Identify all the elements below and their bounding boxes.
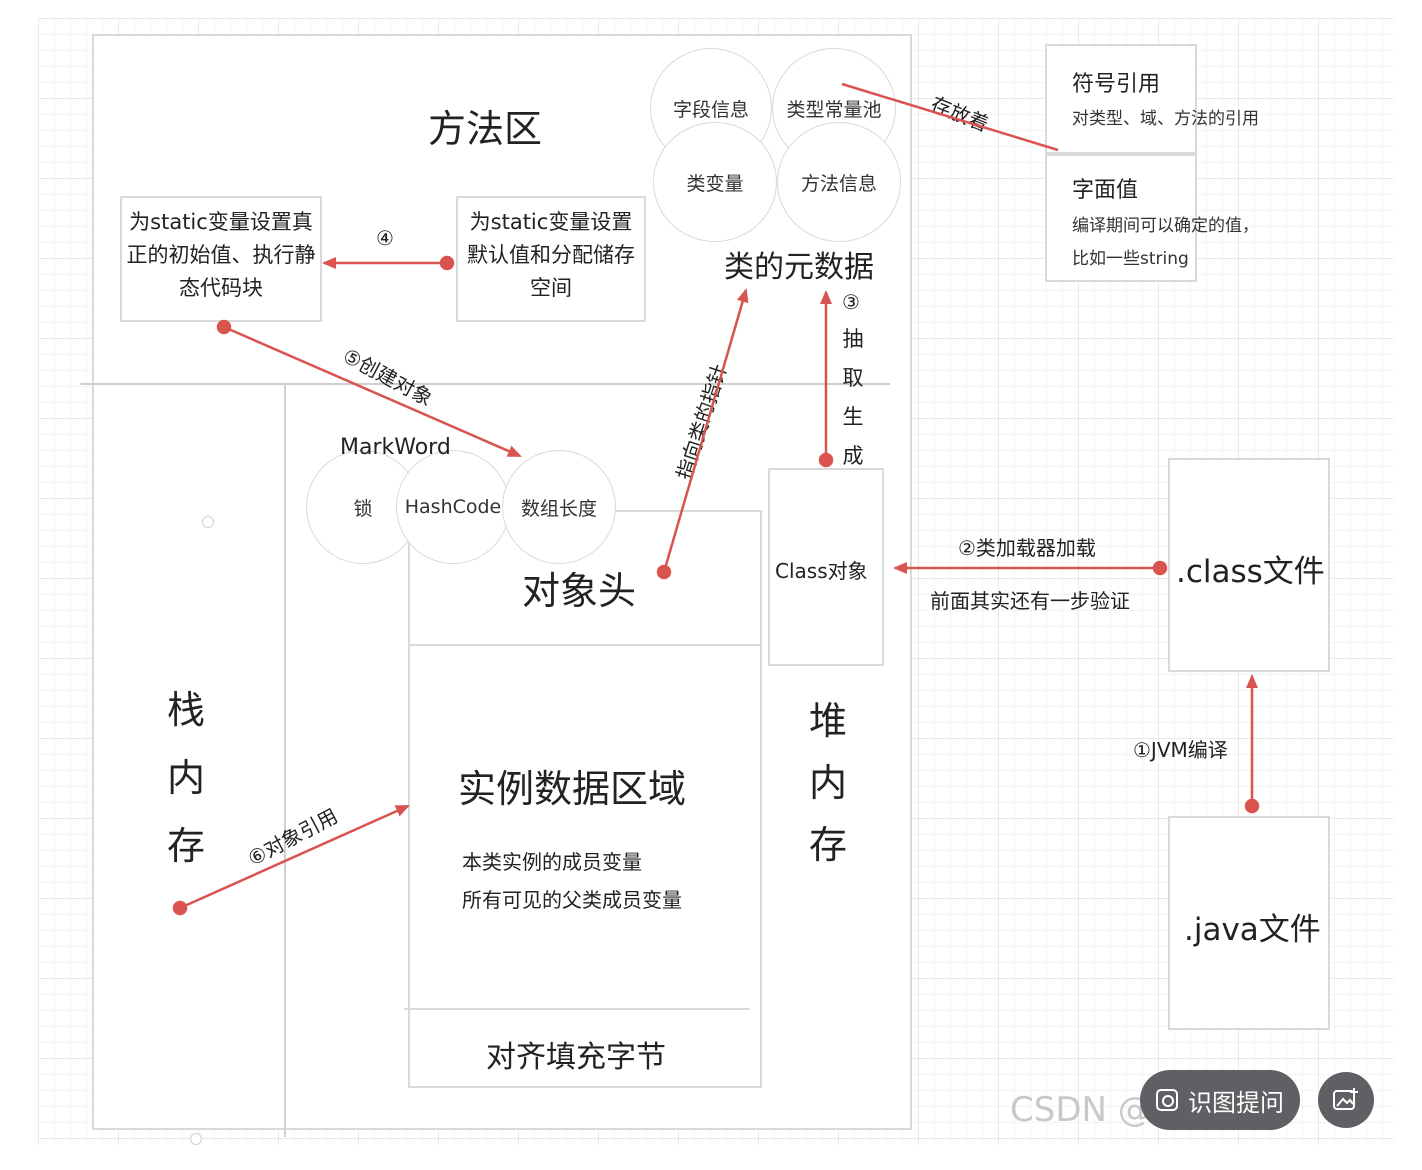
arrow-step5 [216, 319, 522, 458]
stack-bottom-circle [190, 1133, 202, 1145]
heap-memory-title: 堆 内 存 [808, 690, 848, 876]
csdn-watermark: CSDN @ [1010, 1090, 1152, 1130]
literal-box [1045, 154, 1197, 282]
image-edit-button[interactable] [1318, 1072, 1374, 1128]
padding-title: 对齐填充字节 [486, 1040, 666, 1075]
stack-heap-divider [284, 385, 286, 1137]
stack-title-char: 存 [166, 824, 205, 868]
class-file-label: .class文件 [1176, 554, 1325, 590]
step3-char: 抽 [842, 327, 864, 351]
class-object-box [768, 468, 884, 666]
instance-data-box [408, 644, 762, 1012]
metadata-circle-method-info: 方法信息 [777, 122, 901, 242]
literal-title: 字面值 [1072, 178, 1139, 203]
stack-memory-title: 栈 内 存 [166, 676, 206, 880]
markword-circle-label: HashCode [404, 496, 502, 518]
step2-label: ②类加载器加载 [958, 536, 1096, 560]
init-default-box: 为static变量设置默认值和分配储存空间 [456, 196, 646, 322]
method-area-title: 方法区 [428, 107, 543, 151]
step3-char: 成 [842, 444, 864, 468]
arrow-step4 [322, 255, 455, 271]
image-edit-icon [1333, 1088, 1358, 1110]
instance-data-title: 实例数据区域 [458, 767, 687, 811]
literal-desc-2: 比如一些string [1072, 249, 1189, 269]
step4-label: ④ [376, 226, 394, 250]
stack-title-char: 内 [166, 756, 205, 800]
markword-circle-label: 数组长度 [520, 497, 597, 520]
class-file-box [1168, 458, 1330, 672]
instance-data-desc-2: 所有可见的父类成员变量 [462, 888, 682, 912]
arrow-step6 [172, 804, 410, 916]
instance-data-desc-1: 本类实例的成员变量 [462, 850, 642, 874]
metadata-circle-label: 字段信息 [672, 98, 749, 121]
padding-divider [404, 1008, 750, 1010]
class-metadata-title: 类的元数据 [724, 250, 874, 285]
markword-circle-hashcode: HashCode [396, 450, 510, 564]
stack-small-circle [202, 516, 214, 528]
heap-title-char: 堆 [808, 699, 847, 743]
heap-title-char: 存 [808, 823, 847, 867]
arrow-step1 [1244, 674, 1260, 814]
markword-label: MarkWord [340, 435, 451, 460]
symbol-ref-box [1045, 44, 1197, 154]
metadata-circle-class-vars: 类变量 [653, 122, 777, 242]
init-real-box: 为static变量设置真正的初始值、执行静态代码块 [120, 196, 322, 322]
step3-label: 抽 取 生 成 [841, 320, 865, 476]
symbol-ref-title: 符号引用 [1072, 72, 1161, 97]
padding-box [408, 1010, 762, 1088]
metadata-circle-label: 类变量 [686, 172, 744, 195]
metadata-circle-label: 类型常量池 [786, 98, 882, 121]
arrow-step2 [893, 560, 1168, 576]
step3-number: ③ [842, 290, 860, 314]
java-file-label: .java文件 [1184, 912, 1321, 948]
literal-desc-1: 编译期间可以确定的值， [1072, 216, 1259, 236]
scan-icon [1156, 1089, 1178, 1111]
arrow-pointer [656, 288, 749, 580]
ask-by-image-label: 识图提问 [1188, 1088, 1284, 1117]
symbol-ref-desc: 对类型、域、方法的引用 [1072, 109, 1259, 129]
metadata-circle-label: 方法信息 [800, 172, 877, 195]
method-area-divider [80, 383, 890, 385]
stack-title-char: 栈 [166, 688, 205, 732]
object-header-title: 对象头 [522, 569, 637, 613]
heap-title-char: 内 [808, 761, 847, 805]
class-object-label: Class对象 [775, 559, 868, 583]
ask-by-image-button[interactable]: 识图提问 [1140, 1070, 1300, 1130]
step1-label: ①JVM编译 [1133, 738, 1228, 762]
step3-char: 取 [842, 366, 864, 390]
step2-note: 前面其实还有一步验证 [930, 589, 1130, 613]
java-file-box [1168, 816, 1330, 1030]
arrow-step3 [818, 290, 834, 468]
arrow-stores [841, 82, 1059, 152]
markword-circle-array-length: 数组长度 [502, 450, 616, 564]
step3-char: 生 [842, 405, 864, 429]
markword-circle-label: 锁 [353, 497, 373, 520]
